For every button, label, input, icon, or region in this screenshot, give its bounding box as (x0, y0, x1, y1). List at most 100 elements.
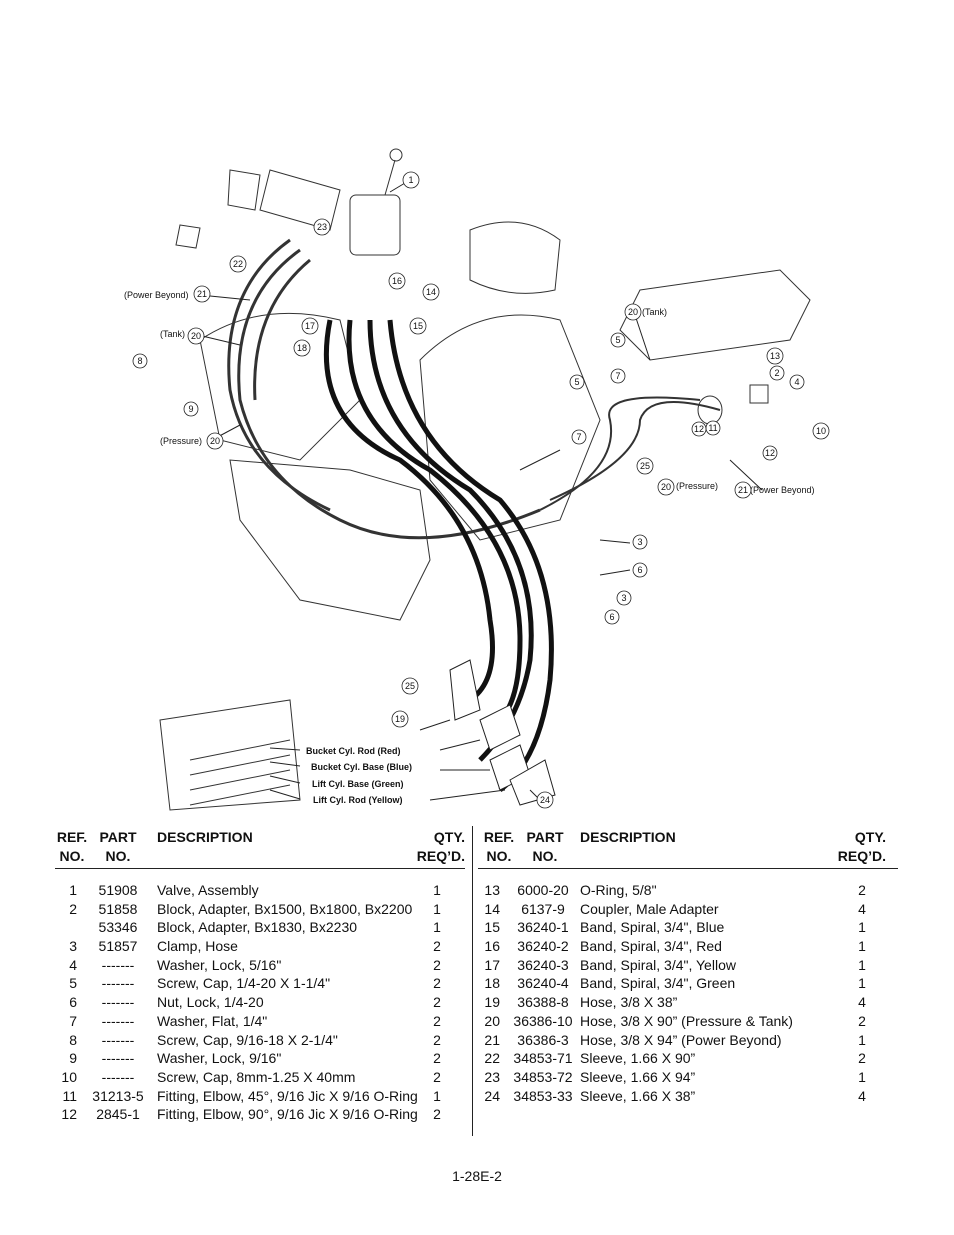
ref-number: 15 (413, 321, 423, 331)
cell-part-number: 6137-9 (521, 900, 565, 917)
cell-qty: 1 (433, 919, 441, 936)
valve-assembly-shape (349, 194, 401, 256)
ref-number: 5 (615, 335, 620, 345)
ref-number: 10 (816, 426, 826, 436)
ref-number: 3 (621, 593, 626, 603)
cell-ref: 18 (484, 975, 500, 992)
cell-qty: 1 (433, 1087, 441, 1104)
cell-part-number: 2845-1 (96, 1106, 140, 1123)
cell-ref: 6 (69, 994, 77, 1011)
cell-qty: 1 (858, 975, 866, 992)
header-part: PART NO. (526, 829, 564, 864)
bracket-shape (259, 169, 341, 231)
ref-number: 22 (233, 259, 243, 269)
cell-part-number: 34853-33 (513, 1087, 573, 1104)
callout-bucket-base: Bucket Cyl. Base (Blue) (311, 762, 412, 772)
ref-number: 12 (765, 448, 775, 458)
ref-number: 19 (395, 714, 405, 724)
cell-ref: 1 (69, 882, 77, 898)
ref-number: 20 (191, 331, 201, 341)
table-row: 5-------Screw, Cap, 1/4-20 X 1-1/4"2 (55, 974, 465, 993)
parts-table-right: REF. NO. PART NO. DESCRIPTION QTY. REQ’D… (478, 826, 898, 1105)
cell-ref: 2 (69, 900, 77, 917)
table-header: REF. NO. PART NO. DESCRIPTION QTY. REQ’D… (55, 826, 465, 869)
cell-part-number: 36240-1 (517, 919, 569, 936)
cell-qty: 2 (433, 938, 441, 955)
callout-bucket-rod: Bucket Cyl. Rod (Red) (306, 746, 401, 756)
cell-description: Sleeve, 1.66 X 38” (580, 1087, 696, 1104)
ref-number: 16 (392, 276, 402, 286)
fender-shape (619, 269, 811, 361)
cell-ref: 9 (69, 1050, 77, 1067)
cell-description: Block, Adapter, Bx1500, Bx1800, Bx2200 (157, 900, 413, 917)
cell-qty: 2 (433, 956, 441, 973)
cell-description: Valve, Assembly (157, 882, 259, 898)
cell-ref: 19 (484, 994, 500, 1011)
cell-description: Band, Spiral, 3/4", Yellow (580, 956, 736, 973)
cell-description: Coupler, Male Adapter (580, 900, 719, 917)
cell-description: Hose, 3/8 X 94” (Power Beyond) (580, 1031, 782, 1048)
loader-mount-shape (159, 699, 301, 811)
cell-part-number: 51858 (98, 900, 138, 917)
callout-lift-rod: Lift Cyl. Rod (Yellow) (313, 795, 403, 805)
valve-handle-knob (389, 148, 403, 162)
cell-qty: 4 (858, 1087, 866, 1104)
cell-part-number: ------- (101, 956, 135, 973)
ref-number: 25 (640, 461, 650, 471)
table-row: 7-------Washer, Flat, 1/4"2 (55, 1012, 465, 1031)
cell-ref: 14 (484, 900, 500, 917)
cell-ref: 20 (484, 1012, 500, 1029)
cell-part-number: 36240-2 (517, 938, 569, 955)
cell-description: Hose, 3/8 X 90” (Pressure & Tank) (580, 1012, 793, 1029)
cell-description: Fitting, Elbow, 90°, 9/16 Jic X 9/16 O-R… (157, 1106, 418, 1123)
cell-qty: 2 (858, 882, 866, 898)
cell-part-number: ------- (101, 975, 135, 992)
cell-description: Nut, Lock, 1/4-20 (157, 994, 264, 1011)
ref-number: 20 (661, 482, 671, 492)
header-ref: REF. NO. (483, 829, 515, 864)
cell-qty: 2 (858, 1050, 866, 1067)
cell-ref: 16 (484, 938, 500, 955)
ref-number: 18 (297, 343, 307, 353)
callout-tank-left: (Tank) (160, 329, 185, 339)
cell-description: Band, Spiral, 3/4", Green (580, 975, 736, 992)
cell-part-number: ------- (101, 994, 135, 1011)
cell-qty: 1 (858, 919, 866, 936)
cell-ref: 5 (69, 975, 77, 992)
ref-number: 9 (188, 404, 193, 414)
cell-description: Screw, Cap, 9/16-18 X 2-1/4" (157, 1031, 338, 1048)
cell-description: Band, Spiral, 3/4", Red (580, 938, 722, 955)
cell-qty: 1 (858, 1031, 866, 1048)
cell-description: Washer, Flat, 1/4" (157, 1012, 268, 1029)
steering-wheel-shape (469, 221, 561, 294)
cell-part-number: 36388-8 (517, 994, 569, 1011)
cell-description: Fitting, Elbow, 45°, 9/16 Jic X 9/16 O-R… (157, 1087, 418, 1104)
ref-number: 12 (694, 424, 704, 434)
cell-ref: 23 (484, 1068, 500, 1085)
ref-number: 6 (637, 565, 642, 575)
ref-number: 24 (540, 795, 550, 805)
tractor-frame-shape (229, 459, 431, 621)
cell-qty: 2 (433, 1068, 441, 1085)
cell-qty: 2 (433, 1012, 441, 1029)
ref-number: 7 (615, 371, 620, 381)
ref-number: 14 (426, 287, 436, 297)
cell-part-number: 6000-20 (517, 882, 569, 898)
callout-pressure-left: (Pressure) (160, 436, 202, 446)
cell-part-number: 34853-71 (513, 1050, 573, 1067)
header-part: PART NO. (99, 829, 137, 864)
cell-ref: 22 (484, 1050, 500, 1067)
header-qty: QTY. REQ’D. (837, 829, 886, 864)
column-divider (472, 826, 473, 1136)
header-description: DESCRIPTION (157, 829, 253, 845)
seat-shape (419, 314, 601, 541)
cell-qty: 1 (858, 956, 866, 973)
callout-pressure-right: (Pressure) (676, 481, 718, 491)
